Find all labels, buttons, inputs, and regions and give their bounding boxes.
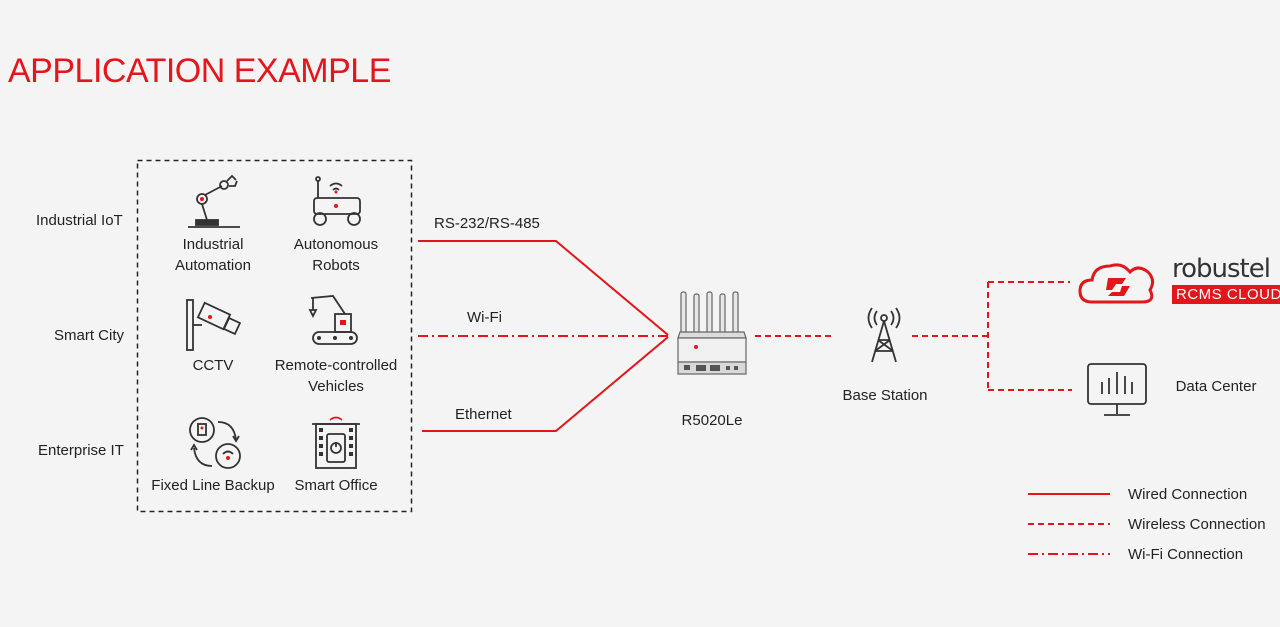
label-wifi: Wi-Fi bbox=[467, 309, 502, 326]
category-enterprise-it: Enterprise IT bbox=[38, 442, 124, 459]
label-serial: RS-232/RS-485 bbox=[434, 215, 540, 232]
robot-arm-icon bbox=[188, 174, 240, 228]
application-group-box bbox=[136, 159, 413, 513]
page-title: APPLICATION EXAMPLE bbox=[8, 52, 391, 90]
legend-wireless-label: Wireless Connection bbox=[1128, 516, 1266, 533]
autonomous-robot-icon bbox=[313, 176, 361, 226]
app-label-autonomous-robots: Autonomous Robots bbox=[293, 236, 379, 274]
serial-wired-line bbox=[418, 240, 669, 336]
rcms-cloud-badge: RCMS CLOUD bbox=[1172, 285, 1280, 304]
legend-wired-label: Wired Connection bbox=[1128, 486, 1248, 503]
crane-vehicle-icon bbox=[308, 295, 358, 345]
app-label-smart-office: Smart Office bbox=[294, 477, 378, 494]
label-ethernet: Ethernet bbox=[455, 406, 512, 423]
rcms-cloud-icon bbox=[1078, 263, 1155, 304]
app-label-remote-vehicles: Remote-controlled Vehicles bbox=[274, 357, 398, 395]
cell-tower-icon bbox=[867, 307, 901, 363]
smart-building-icon bbox=[312, 416, 360, 469]
data-center-label: Data Center bbox=[1175, 378, 1257, 395]
legend-wifi-label: Wi-Fi Connection bbox=[1128, 546, 1244, 563]
router-icon bbox=[677, 291, 747, 375]
router-label: R5020Le bbox=[681, 412, 743, 429]
base-station-label: Base Station bbox=[842, 387, 928, 404]
app-label-fixed-line-backup: Fixed Line Backup bbox=[151, 477, 275, 494]
robustel-logo: robustel bbox=[1172, 254, 1271, 284]
monitor-chart-icon bbox=[1087, 363, 1147, 416]
category-smart-city: Smart City bbox=[54, 327, 125, 344]
backup-cycle-icon bbox=[189, 417, 241, 469]
category-industrial-iot: Industrial IoT bbox=[36, 212, 123, 229]
ethernet-wired-line bbox=[422, 336, 669, 432]
app-label-industrial-automation: Industrial Automation bbox=[175, 236, 251, 274]
app-label-cctv: CCTV bbox=[192, 357, 234, 374]
cctv-camera-icon bbox=[186, 299, 242, 351]
